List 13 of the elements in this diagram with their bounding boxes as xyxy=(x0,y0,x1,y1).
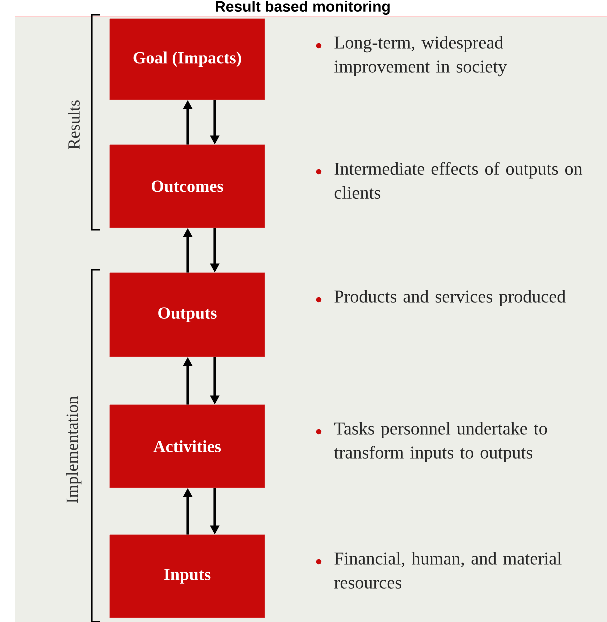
description-text: Intermediate effects of outputs on clients xyxy=(334,162,583,200)
group-label: Results xyxy=(68,100,80,150)
title: Result based monitoring xyxy=(216,0,390,16)
process-box: Outcomes xyxy=(110,144,266,228)
process-box: Outputs xyxy=(110,272,266,358)
description-text: Long-term, widespread improvement in society xyxy=(334,36,508,77)
group-label: Implementation xyxy=(66,396,82,504)
description-text: Products and services produced xyxy=(334,290,566,307)
process-box: Inputs xyxy=(110,534,266,618)
process-box: Goal (Impacts) xyxy=(110,18,266,100)
description-text: Financial, human, and material resources xyxy=(334,552,562,589)
description-text: Tasks personnel undertake to transform inputs to outputs xyxy=(334,422,548,463)
process-box: Activities xyxy=(110,404,266,488)
